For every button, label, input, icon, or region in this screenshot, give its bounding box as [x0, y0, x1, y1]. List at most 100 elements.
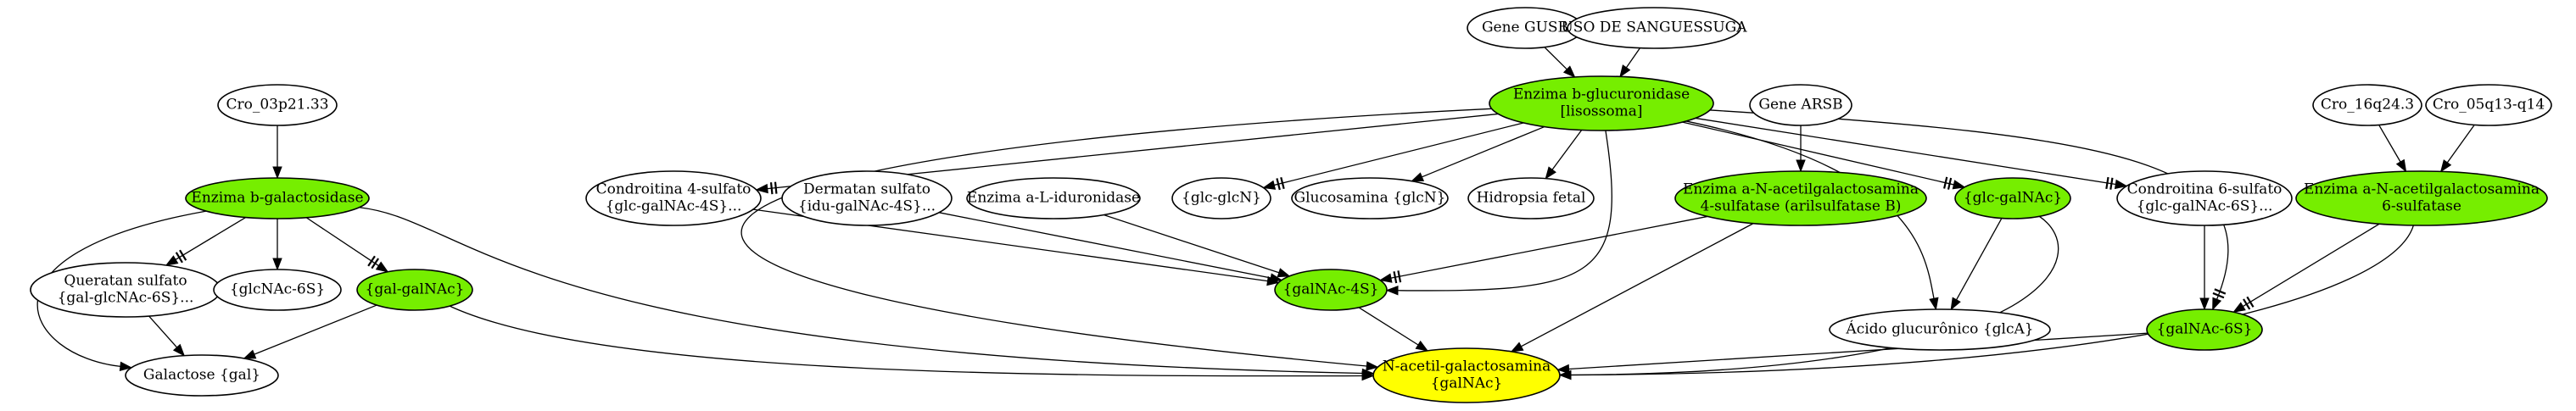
- edge-enz_galactosidase-to-queratan: [165, 216, 247, 266]
- arrowhead: [1361, 370, 1375, 381]
- node-label: Cro_03p21.33: [226, 97, 328, 114]
- arrowhead: [1415, 340, 1429, 352]
- edge-line: [1625, 47, 1641, 69]
- arrowhead: [172, 343, 186, 357]
- node-label: 4-sulfatase (arilsulfatase B): [1701, 198, 1902, 215]
- edge-line: [1422, 125, 1545, 178]
- edge-enz_arilsulfatase-to-n_acetil_galactosamina: [1510, 223, 1754, 353]
- arrowhead: [1619, 64, 1631, 78]
- arrowhead: [1510, 342, 1524, 353]
- node-galactose: Galactose {gal}: [125, 354, 279, 397]
- arrowhead: [1269, 273, 1283, 283]
- edge-galnac_4s-to-n_acetil_galactosamina: [1358, 307, 1429, 352]
- arrowhead: [1545, 166, 1556, 180]
- node-label: {glc-galNAc}: [1964, 190, 2062, 207]
- inhibition-tick: [367, 255, 376, 267]
- node-ellipse: [1171, 177, 1271, 219]
- arrowhead: [1262, 180, 1277, 190]
- inhibition-tick: [2246, 296, 2255, 308]
- inhibition-tick: [175, 252, 183, 264]
- edge-glc_galnac-to-n_acetil_galactosamina: [1558, 215, 2059, 380]
- node-glcnac-6s: {glcNAc-6S}: [213, 269, 342, 311]
- node-ellipse: [1749, 84, 1852, 126]
- edge-line: [1103, 214, 1280, 274]
- node-ellipse: [1954, 177, 2071, 219]
- inhibition-tick: [1947, 177, 1953, 190]
- node-ellipse: [217, 84, 338, 126]
- node-enz-arilsulfatase: Enzima a-N-acetilgalactosamina4-sulfatas…: [1674, 170, 1927, 226]
- edge-line: [1551, 130, 1583, 170]
- node-label: {glc-galNAc-4S}...: [606, 198, 742, 215]
- node-label: {glc-glcN}: [1182, 190, 1261, 207]
- arrowhead: [1556, 364, 1570, 375]
- inhibition-tick: [1393, 271, 1398, 284]
- edge-line: [1709, 109, 2229, 300]
- node-label: Dermatan sulfato: [803, 181, 930, 198]
- node-enz-iduronidase: Enzima a-L-iduronidase: [966, 177, 1141, 219]
- node-ellipse: [2312, 84, 2422, 126]
- edge-enz_glucuronidase-to-glc_galnac: [1682, 121, 1966, 190]
- edge-line: [1570, 215, 2059, 376]
- arrowhead: [119, 361, 133, 372]
- node-label: N-acetil-galactosamina: [1383, 358, 1551, 375]
- edge-line: [254, 304, 377, 355]
- inhibition-tick: [371, 258, 380, 269]
- node-ellipse: [585, 170, 762, 226]
- inhibition-tick: [1397, 270, 1402, 283]
- node-gene-gusb: Gene GUSB: [1467, 7, 1584, 49]
- edge-line: [305, 217, 379, 267]
- node-queratan: Queratan sulfato{gal-glcNAc-6S}...: [30, 262, 221, 318]
- edge-enz_glucuronidase-to-galnac_6s: [1709, 109, 2229, 311]
- arrowhead: [2199, 297, 2210, 311]
- inhibition-tick: [2214, 288, 2227, 295]
- edge-line: [1358, 307, 1419, 346]
- edge-line: [2446, 124, 2475, 164]
- edge-enz_glucuronidase-to-glucosamina: [1411, 125, 1545, 182]
- edge-enz_6sulfatase-to-n_acetil_galactosamina: [1558, 225, 2414, 380]
- arrowhead: [1929, 297, 1939, 311]
- arrowhead: [1796, 159, 1806, 173]
- edge-line: [938, 212, 1271, 279]
- arrowhead: [1378, 273, 1393, 283]
- node-gal-galnac: {gal-galNAc}: [356, 269, 473, 311]
- node-ellipse: [966, 177, 1141, 219]
- node-label: [lisossoma]: [1560, 103, 1642, 120]
- node-ellipse: [185, 177, 370, 219]
- node-label: Hidropsia fetal: [1477, 190, 1586, 207]
- edge-enz_iduronidase-to-galnac_4s: [1103, 214, 1291, 278]
- arrowhead: [165, 255, 179, 266]
- edge-uso_sanguessuga-to-enz_glucuronidase: [1619, 47, 1641, 78]
- node-label: Enzima a-N-acetilgalactosamina: [1683, 181, 1919, 198]
- node-ellipse: [1274, 269, 1388, 311]
- arrowhead: [2114, 179, 2128, 190]
- inhibition-tick: [1943, 176, 1948, 189]
- edge-line: [1390, 215, 1708, 279]
- node-cro-03p2133: Cro_03p21.33: [217, 84, 338, 126]
- edge-line: [148, 315, 178, 348]
- edge-enz_glucuronidase-to-n_acetil_galactosamina: [740, 108, 1492, 371]
- arrowhead: [1952, 180, 1966, 190]
- edge-line: [1544, 47, 1567, 70]
- node-label: {gal-glcNAc-6S}...: [58, 290, 194, 307]
- edge-enz_glucuronidase-to-galnac_4s: [1385, 130, 1612, 296]
- node-label: Enzima b-galactosidase: [191, 190, 363, 207]
- edge-gal_galnac-to-n_acetil_galactosamina: [449, 305, 1375, 381]
- node-label: Ácido glucurônico {glcA}: [1845, 320, 2033, 338]
- node-ellipse: [1372, 347, 1561, 403]
- arrowhead: [272, 166, 282, 180]
- edge-enz_galactosidase-to-n_acetil_galactosamina: [359, 207, 1375, 379]
- node-cro-16q243: Cro_16q24.3: [2312, 84, 2422, 126]
- edge-line: [449, 305, 1363, 377]
- node-ellipse: [125, 354, 279, 397]
- node-ellipse: [1489, 75, 1714, 131]
- node-label: Enzima b-glucuronidase: [1513, 86, 1690, 103]
- inhibition-tick: [1276, 178, 1281, 191]
- node-uso-sanguessuga: USO DE SANGUESSUGA: [1561, 7, 1747, 49]
- node-label: {galNAc-6S}: [2157, 321, 2253, 338]
- edge-dermatan-to-galnac_4s: [938, 212, 1283, 283]
- node-label: {idu-galNAc-4S}...: [798, 198, 936, 215]
- edge-enz_6sulfatase-to-galnac_6s: [2232, 223, 2380, 313]
- node-galnac-6s: {galNAc-6S}: [2146, 308, 2263, 351]
- inhibition-tick: [2212, 292, 2225, 299]
- arrowhead: [375, 261, 389, 273]
